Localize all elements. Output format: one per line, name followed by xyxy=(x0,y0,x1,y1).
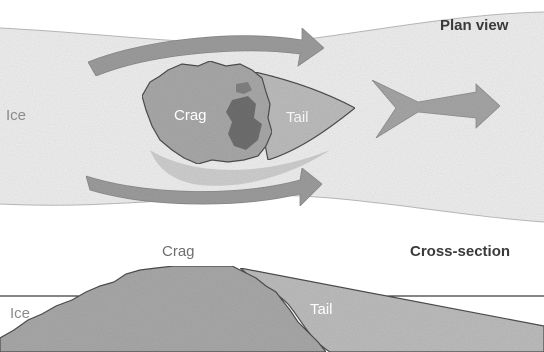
cross-tail-label: Tail xyxy=(310,302,333,317)
plan-tail-label: Tail xyxy=(286,110,309,125)
plan-ice-label: Ice xyxy=(6,108,26,123)
cross-section-title: Cross-section xyxy=(410,244,510,259)
plan-view-title: Plan view xyxy=(440,18,508,33)
cross-crag-label: Crag xyxy=(162,244,195,259)
plan-crag-label: Crag xyxy=(174,108,207,123)
cross-ice-label: Ice xyxy=(10,306,30,321)
